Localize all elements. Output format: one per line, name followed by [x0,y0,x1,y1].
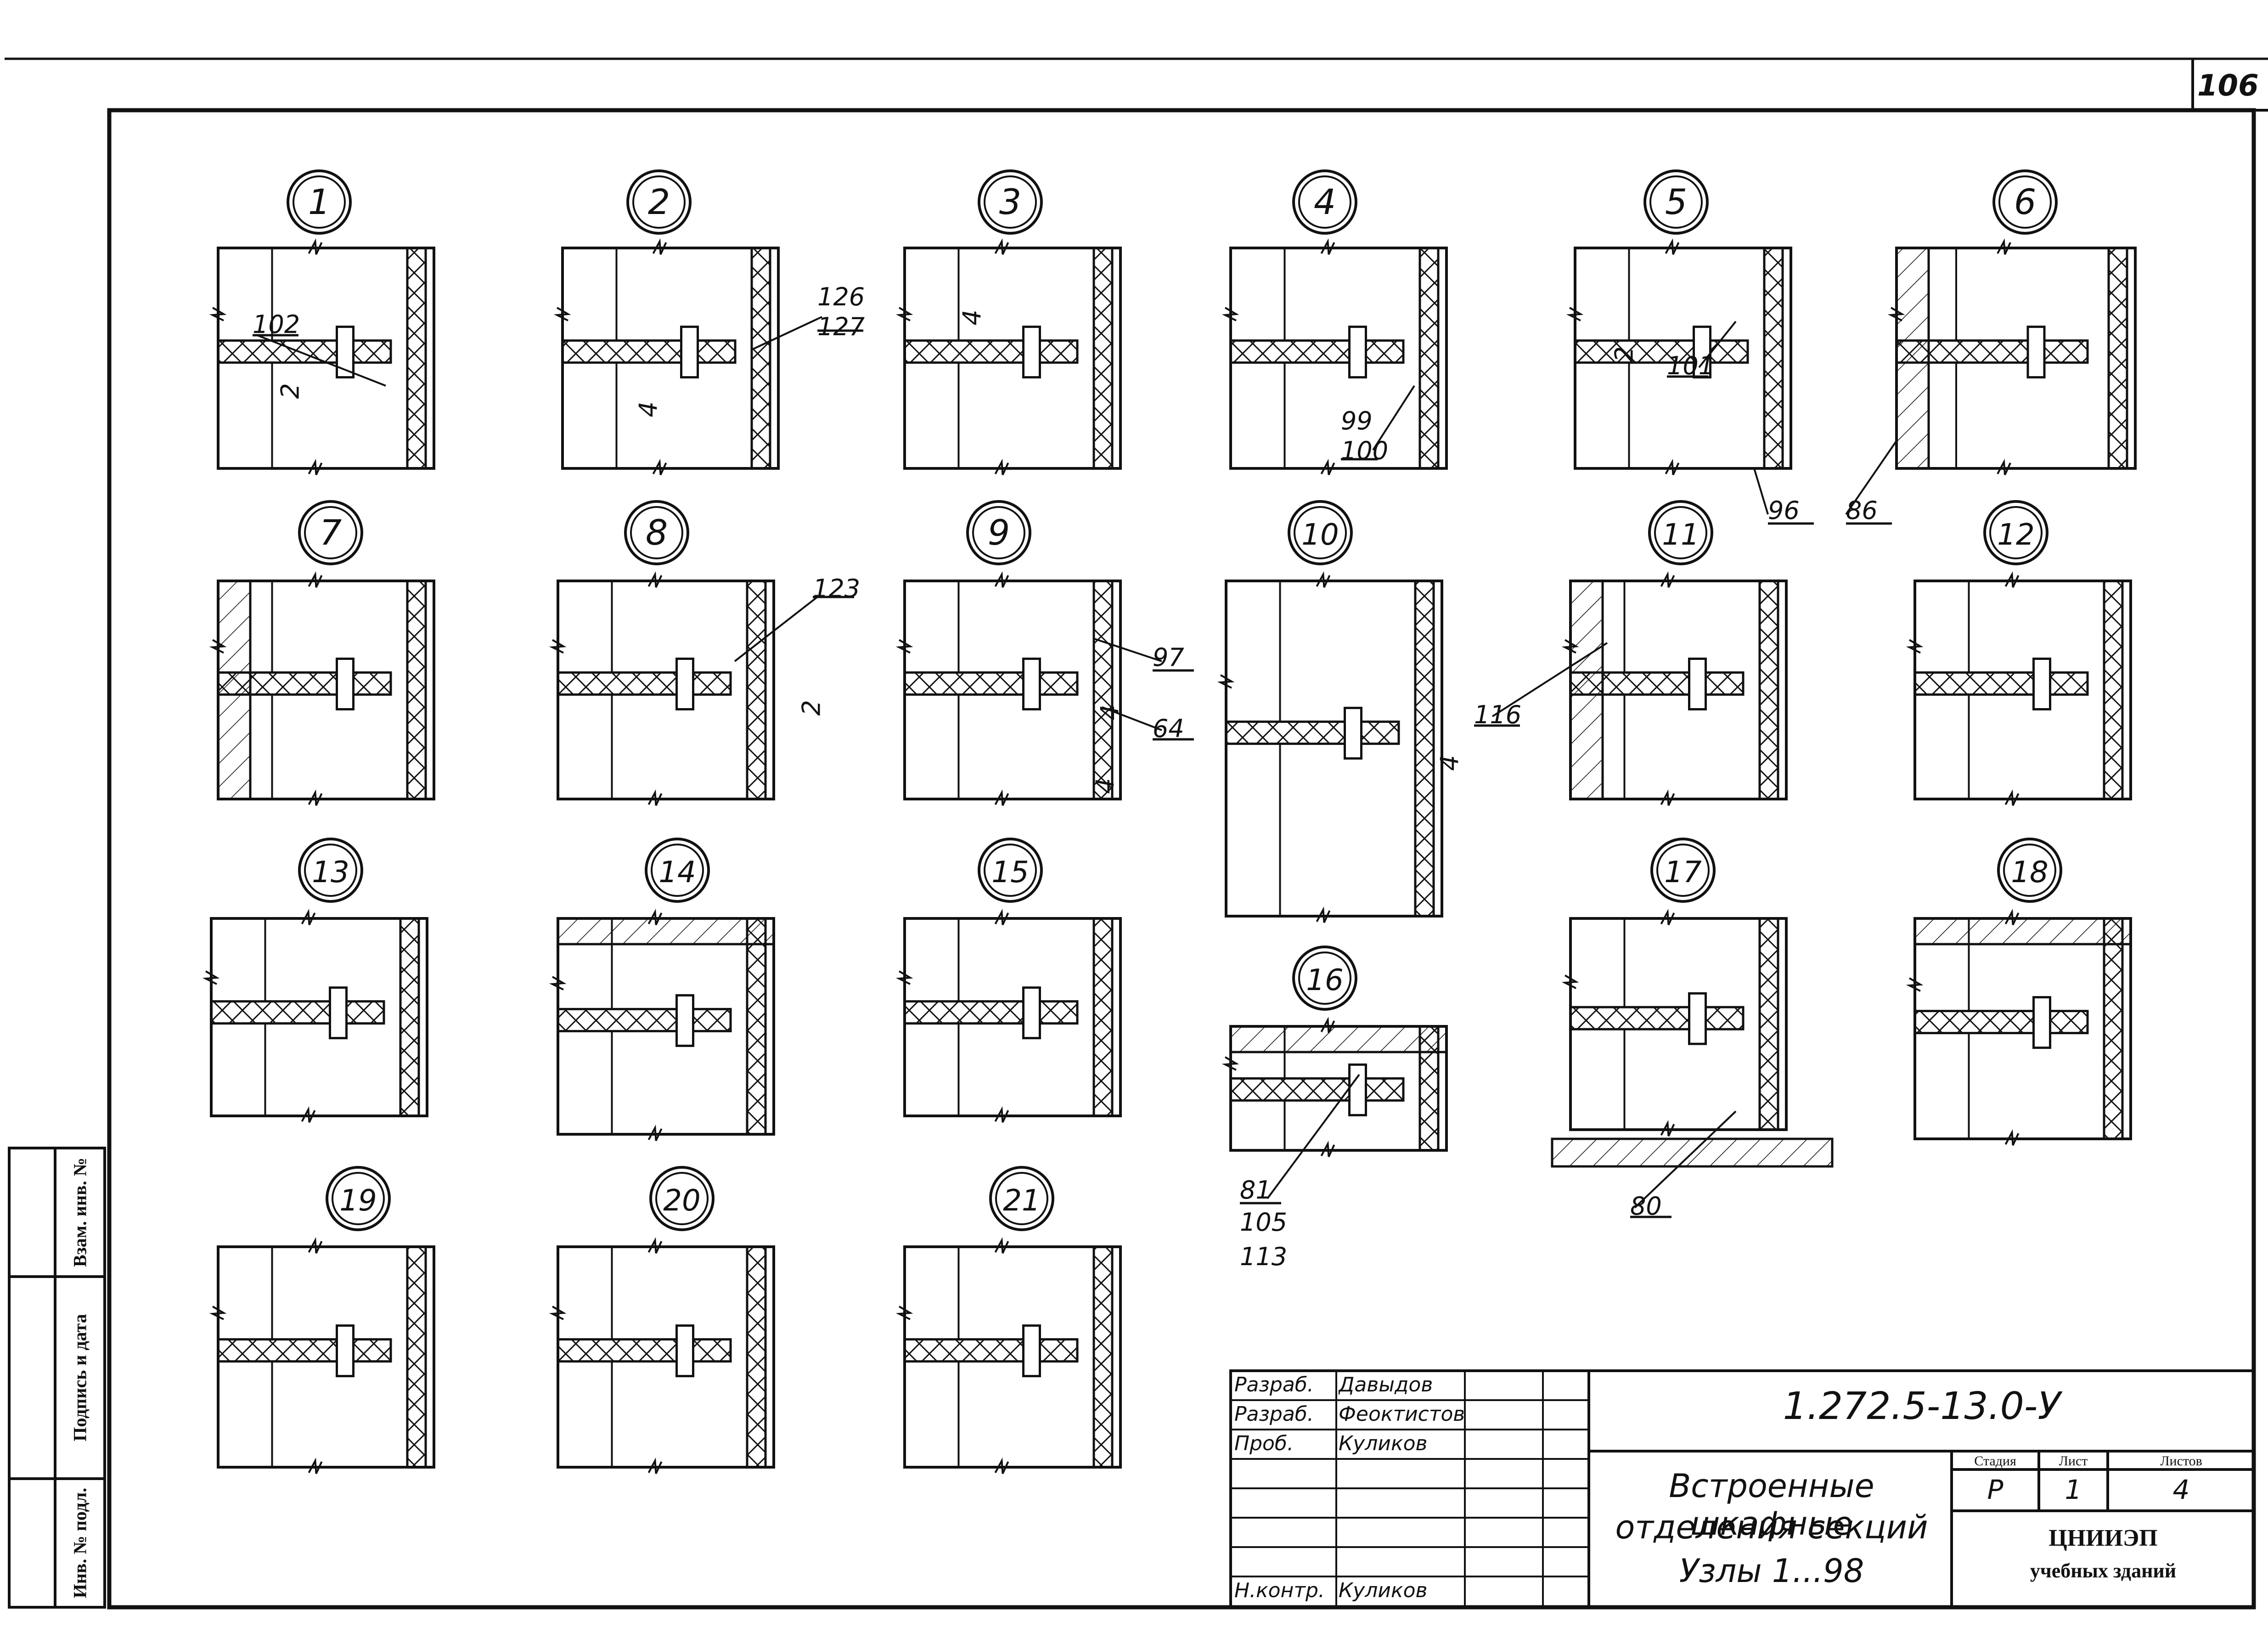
sheets-value: 4 [2172,1474,2190,1505]
tb-role-1: Разраб. [1234,1402,1314,1426]
node-label-16: 16 [1306,963,1343,997]
organization-name: ЦНИИЭП [2049,1525,2158,1551]
callout-86: 86 [1846,496,1878,525]
node-14: 14 [549,838,775,1141]
node-11: 11 [1561,500,1788,806]
node-6: 6 [1887,169,2137,475]
node-label-7: 7 [320,512,342,553]
left-strip-label-vzam: Взам. инв. № [69,1158,90,1267]
callout-64: 64 [1153,714,1184,743]
node-label-6: 6 [2014,181,2036,222]
tb-name-0: Давыдов [1339,1373,1433,1396]
tb-name-7: Куликов [1339,1579,1428,1602]
node-2: 2 [553,169,780,475]
left-binding-strip [8,1147,106,1609]
node-label-19: 19 [339,1184,377,1218]
title-block-frame [1229,1369,2255,1609]
organization-subtitle: учебных зданий [2030,1559,2177,1582]
node-3: 3 [895,169,1122,475]
node-13: 13 [202,838,428,1123]
node-label-1: 1 [308,181,330,222]
node-label-21: 21 [1003,1184,1040,1218]
tb-role-2: Проб. [1234,1432,1294,1455]
node-17: 17 [1551,838,1834,1168]
node-12: 12 [1906,500,2132,806]
callout-80: 80 [1630,1192,1662,1221]
node-10: 10 [1217,500,1443,923]
drawing-title-line3: Узлы 1...98 [1679,1552,1864,1590]
dimension-d1: 2 [276,383,305,399]
node-1: 1 [209,169,435,475]
node-7: 7 [209,500,435,806]
callout-127: 127 [817,312,865,341]
callout-100: 100 [1341,436,1389,465]
node-label-2: 2 [648,181,670,222]
node-label-11: 11 [1662,518,1699,552]
callout-116: 116 [1474,700,1522,729]
callout-101: 101 [1667,351,1715,380]
sheet-number: 106 [2197,69,2259,103]
node-16: 16 [1221,946,1448,1157]
node-4: 4 [1221,169,1448,475]
tb-role-7: Н.контр. [1234,1579,1325,1602]
node-15: 15 [895,838,1122,1123]
dimension-d3: 4 [957,310,987,326]
stage-header: Стадия [1974,1453,2016,1469]
node-label-4: 4 [1314,181,1336,222]
node-18: 18 [1906,838,2132,1146]
sheet-value: 1 [2065,1474,2082,1505]
dimension-d5: 2 [1610,346,1639,362]
left-strip-label-podpis: Подпись и дата [69,1314,90,1441]
node-label-3: 3 [999,181,1021,222]
callout-113: 113 [1240,1242,1288,1271]
dimension-d9b: 4 [1091,778,1120,794]
dimension-d10: 4 [1435,755,1464,771]
callout-105: 105 [1240,1208,1288,1237]
node-label-15: 15 [991,856,1029,890]
tb-role-0: Разраб. [1234,1373,1314,1396]
callout-81: 81 [1240,1176,1272,1205]
node-8: 8 [549,500,775,806]
left-strip-label-inv: Инв. № подл. [69,1487,90,1599]
node-19: 19 [209,1166,435,1474]
dimension-d9a: 4 [1095,704,1125,721]
node-20: 20 [549,1166,775,1474]
sheets-header: Листов [2160,1453,2202,1469]
node-label-8: 8 [646,512,668,553]
callout-97: 97 [1153,643,1184,672]
tb-name-1: Феоктистов [1339,1402,1463,1426]
node-label-20: 20 [663,1184,700,1218]
node-label-9: 9 [988,512,1010,553]
node-label-14: 14 [658,856,696,890]
drawing-title-line1: Встроенные шкафные [1669,1467,1874,1543]
sheet-frame [5,57,2268,1610]
node-label-12: 12 [1997,518,2034,552]
callout-99: 99 [1341,406,1373,435]
callout-96: 96 [1768,496,1800,525]
callout-102: 102 [253,310,300,339]
node-label-5: 5 [1665,181,1687,222]
callout-126: 126 [817,282,865,311]
node-label-17: 17 [1664,856,1702,890]
node-5: 5 [1566,169,1792,475]
node-9: 9 [895,500,1122,806]
sheet-header: Лист [2059,1453,2088,1469]
leader-lines [253,316,1897,1218]
drawing-code: 1.272.5-13.0-У [1783,1385,2061,1428]
node-label-10: 10 [1301,518,1339,552]
node-label-18: 18 [2011,856,2048,890]
node-label-13: 13 [312,856,349,890]
callout-123: 123 [813,574,861,603]
node-21: 21 [895,1166,1122,1474]
drawing-title-line2: отделения секций [1615,1509,1928,1546]
title-block-row-lines [1231,1399,1589,1577]
dimension-d2: 4 [634,401,663,417]
dimension-d8: 2 [797,700,826,716]
tb-name-2: Куликов [1339,1432,1428,1455]
stage-value: Р [1987,1474,2003,1505]
